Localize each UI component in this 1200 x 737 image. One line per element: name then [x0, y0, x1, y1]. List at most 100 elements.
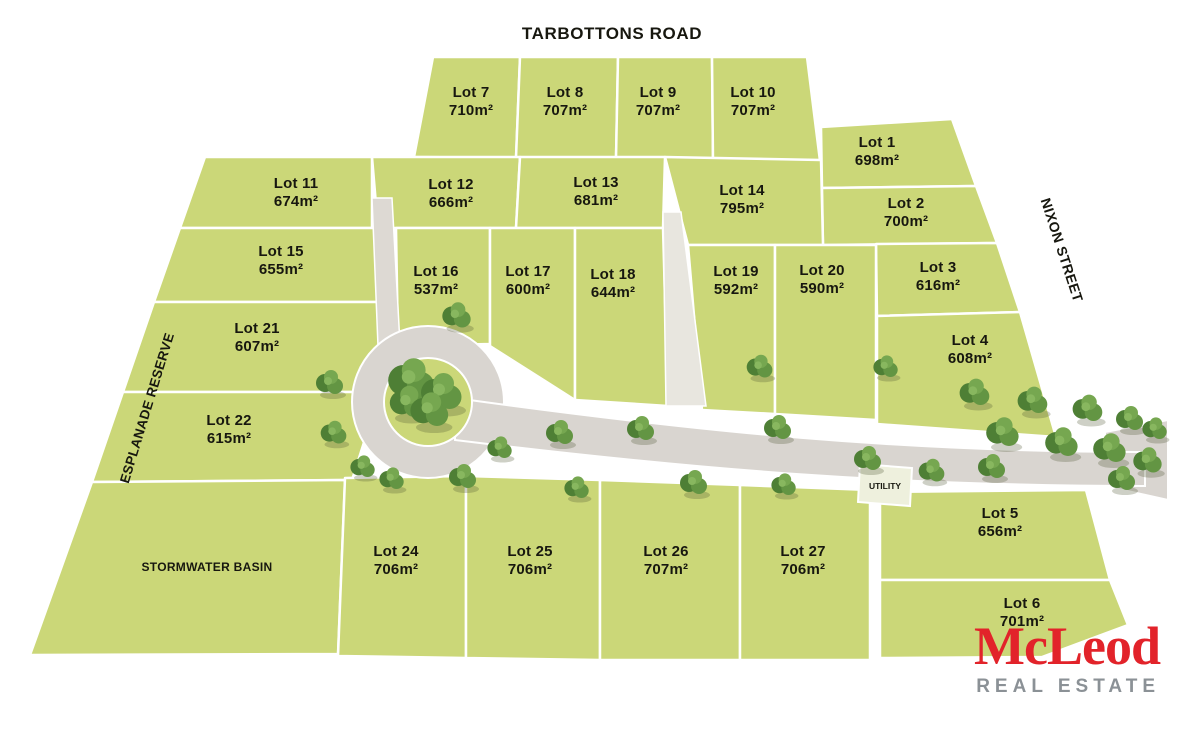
tree-icon: [1133, 447, 1165, 478]
lot-name: Lot 22: [206, 412, 252, 429]
lot-name: Lot 3: [919, 259, 957, 276]
lot-area: 698m²: [854, 152, 900, 169]
tree-icon: [442, 302, 474, 333]
tree-icon: [449, 464, 479, 493]
tree-icon: [421, 373, 466, 417]
street-label-tarbottons-road: TARBOTTONS ROAD: [521, 24, 703, 43]
lot-name: Lot 26: [643, 543, 689, 560]
tree-icon: [764, 415, 794, 444]
tree-icon: [986, 417, 1023, 452]
lot-area: 701m²: [999, 613, 1045, 630]
tree-icon: [564, 476, 592, 503]
lot-area: 795m²: [719, 200, 765, 217]
tree-layer: [316, 302, 1170, 503]
lot-area: 666m²: [428, 194, 474, 211]
lot-area: 674m²: [273, 193, 319, 210]
tree-icon: [316, 370, 346, 399]
lot-name: Lot 12: [428, 176, 474, 193]
lot-area: 607m²: [234, 338, 280, 355]
tree-icon: [1045, 427, 1082, 462]
lot-area: 681m²: [573, 192, 619, 209]
mcleod-logo: McLeod REAL ESTATE: [952, 616, 1161, 698]
reserve-strip: [662, 211, 707, 407]
lot-name: Lot 8: [546, 84, 584, 101]
lot-area: 590m²: [799, 280, 845, 297]
lot-area: 706m²: [780, 561, 826, 578]
stormwater-basin-label: STORMWATER BASIN: [141, 560, 273, 574]
lot-area: 644m²: [590, 284, 636, 301]
lot-area: 700m²: [883, 213, 929, 230]
lot-polygon-4: [875, 310, 1058, 439]
tree-icon: [1017, 386, 1051, 419]
lot-name: Lot 7: [452, 84, 490, 101]
lot-name: Lot 15: [258, 243, 304, 260]
lot-polygon-27: [738, 483, 872, 662]
tree-icon: [1093, 433, 1130, 468]
lot-name: Lot 14: [719, 182, 765, 199]
tree-icon: [680, 470, 710, 499]
lot-area: 707m²: [643, 561, 689, 578]
lot-polygon-6: [878, 578, 1130, 660]
tree-icon: [350, 455, 378, 482]
lot-area: 707m²: [635, 102, 681, 119]
lot-area: 592m²: [713, 281, 759, 298]
lot-name: Lot 25: [507, 543, 553, 560]
lot-area: 707m²: [730, 102, 776, 119]
lot-name: Lot 2: [887, 195, 925, 212]
lot-area: 616m²: [915, 277, 961, 294]
lot-name: Lot 17: [505, 263, 551, 280]
lot-parcels: [28, 55, 1130, 662]
tree-icon: [959, 378, 993, 411]
tree-icon: [410, 392, 453, 433]
lot-name: Lot 1: [858, 134, 896, 151]
utility-label: UTILITY: [868, 481, 902, 491]
tree-icon: [1116, 406, 1146, 435]
tree-icon: [918, 458, 948, 487]
lot-area: 707m²: [542, 102, 588, 119]
lot-name: Lot 9: [639, 84, 677, 101]
lot-area: 656m²: [977, 523, 1023, 540]
lot-polygon-20: [773, 243, 878, 422]
tree-icon: [873, 355, 901, 382]
lot-polygon-17: [488, 226, 577, 402]
lot-name: Lot 10: [730, 84, 776, 101]
utility-lot: [856, 462, 914, 508]
tree-icon: [320, 420, 350, 449]
tree-icon: [771, 473, 799, 500]
logo-name: McLeod: [974, 616, 1161, 676]
lot-area: 537m²: [413, 281, 459, 298]
lot-name: Lot 27: [780, 543, 826, 560]
tree-icon: [854, 446, 884, 475]
lot-area: 706m²: [373, 561, 419, 578]
lot-area: 615m²: [206, 430, 252, 447]
tree-icon: [379, 467, 407, 494]
tree-icon: [1108, 466, 1138, 495]
lot-name: Lot 16: [413, 263, 459, 280]
lot-name: Lot 21: [234, 320, 280, 337]
lot-polygon-18: [573, 226, 670, 408]
lot-name: Lot 24: [373, 543, 419, 560]
tree-icon: [1072, 394, 1106, 427]
logo-tagline: REAL ESTATE: [976, 676, 1160, 697]
lot-area: 655m²: [258, 261, 304, 278]
lot-name: Lot 20: [799, 262, 845, 279]
